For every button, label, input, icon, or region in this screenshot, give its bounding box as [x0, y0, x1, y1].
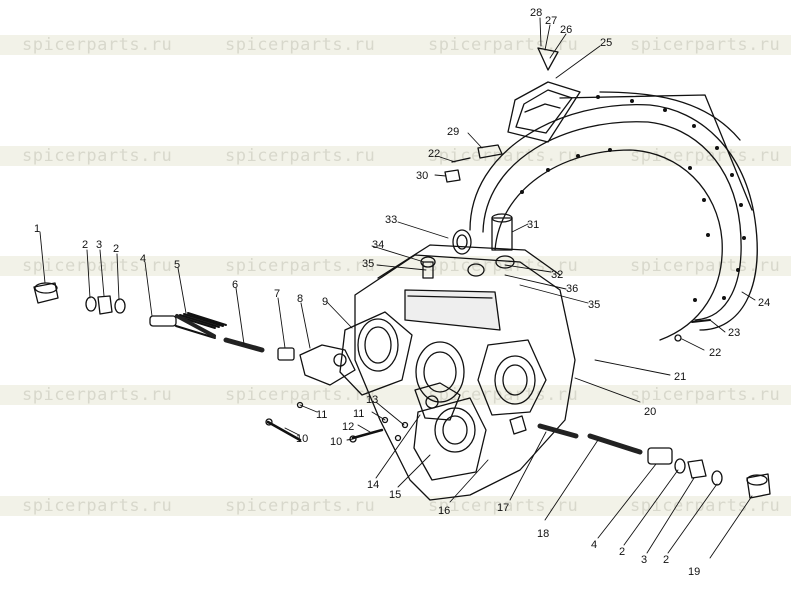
- part-label-2: 2: [663, 554, 669, 566]
- part-label-3: 3: [641, 554, 647, 566]
- watermark: spicerparts.ru: [428, 146, 579, 166]
- part-label-4: 4: [591, 539, 597, 551]
- part-label-15: 15: [389, 489, 401, 501]
- part-label-29: 29: [447, 126, 459, 138]
- part-label-14: 14: [367, 479, 379, 491]
- part-label-13: 13: [366, 394, 378, 406]
- part-label-11: 11: [316, 409, 327, 421]
- part-label-6: 6: [232, 279, 238, 291]
- watermark-band: [0, 256, 791, 276]
- part-label-19: 19: [688, 566, 700, 578]
- part-label-28: 28: [530, 7, 542, 19]
- part-label-3: 3: [96, 239, 102, 251]
- part-label-18: 18: [537, 528, 549, 540]
- part-label-25: 25: [600, 37, 612, 49]
- part-label-7: 7: [274, 288, 280, 300]
- watermark: spicerparts.ru: [630, 146, 781, 166]
- part-labels: 1 2 3 2 4 5 6 7 8 9 11 10 11 12 13 10 14…: [34, 7, 770, 578]
- right-small-parts: [509, 319, 771, 499]
- part-label-4: 4: [140, 253, 146, 265]
- part-label-20: 20: [644, 406, 656, 418]
- watermark: spicerparts.ru: [630, 256, 781, 276]
- part-label-31: 31: [527, 219, 539, 231]
- part-label-10: 10: [330, 436, 342, 448]
- watermark: spicerparts.ru: [225, 256, 376, 276]
- part-label-16: 16: [438, 505, 450, 517]
- watermark-band: [0, 385, 791, 405]
- watermark: spicerparts.ru: [22, 146, 173, 166]
- watermark-band: [0, 35, 791, 55]
- part-label-10: 10: [296, 433, 308, 445]
- part-label-1: 1: [34, 223, 40, 235]
- part-label-22: 22: [428, 148, 440, 160]
- part-label-26: 26: [560, 24, 572, 36]
- part-label-35: 35: [588, 299, 600, 311]
- watermark: spicerparts.ru: [630, 385, 781, 405]
- watermark: spicerparts.ru: [225, 35, 376, 55]
- part-label-9: 9: [322, 296, 328, 308]
- watermark: spicerparts.ru: [22, 385, 173, 405]
- watermark: spicerparts.ru: [22, 496, 173, 516]
- watermark: spicerparts.ru: [22, 35, 173, 55]
- part-label-2: 2: [113, 243, 119, 255]
- watermark-band: [0, 146, 791, 166]
- part-label-32: 32: [551, 269, 563, 281]
- part-label-34: 34: [372, 239, 384, 251]
- part-label-5: 5: [174, 259, 180, 271]
- watermark-band: [0, 496, 791, 516]
- watermark: spicerparts.ru: [22, 256, 173, 276]
- part-label-2: 2: [619, 546, 625, 558]
- part-label-21: 21: [674, 371, 686, 383]
- watermark: spicerparts.ru: [225, 146, 376, 166]
- part-label-30: 30: [416, 170, 428, 182]
- part-label-23: 23: [728, 327, 740, 339]
- watermark: spicerparts.ru: [428, 496, 579, 516]
- part-label-17: 17: [497, 502, 509, 514]
- leader-lines: [39, 17, 756, 559]
- part-label-36: 36: [566, 283, 578, 295]
- watermark: spicerparts.ru: [225, 385, 376, 405]
- watermark: spicerparts.ru: [630, 35, 781, 55]
- converter-housing-ring: [469, 47, 758, 341]
- part-label-24: 24: [758, 297, 770, 309]
- transmission-case: [299, 144, 576, 501]
- part-label-8: 8: [297, 293, 303, 305]
- part-label-33: 33: [385, 214, 397, 226]
- part-label-35: 35: [362, 258, 374, 270]
- left-small-parts: [33, 282, 409, 443]
- part-label-2: 2: [82, 239, 88, 251]
- watermark: spicerparts.ru: [225, 496, 376, 516]
- part-label-27: 27: [545, 15, 557, 27]
- part-label-22: 22: [709, 347, 721, 359]
- part-label-11: 11: [353, 408, 364, 420]
- part-label-12: 12: [342, 421, 354, 433]
